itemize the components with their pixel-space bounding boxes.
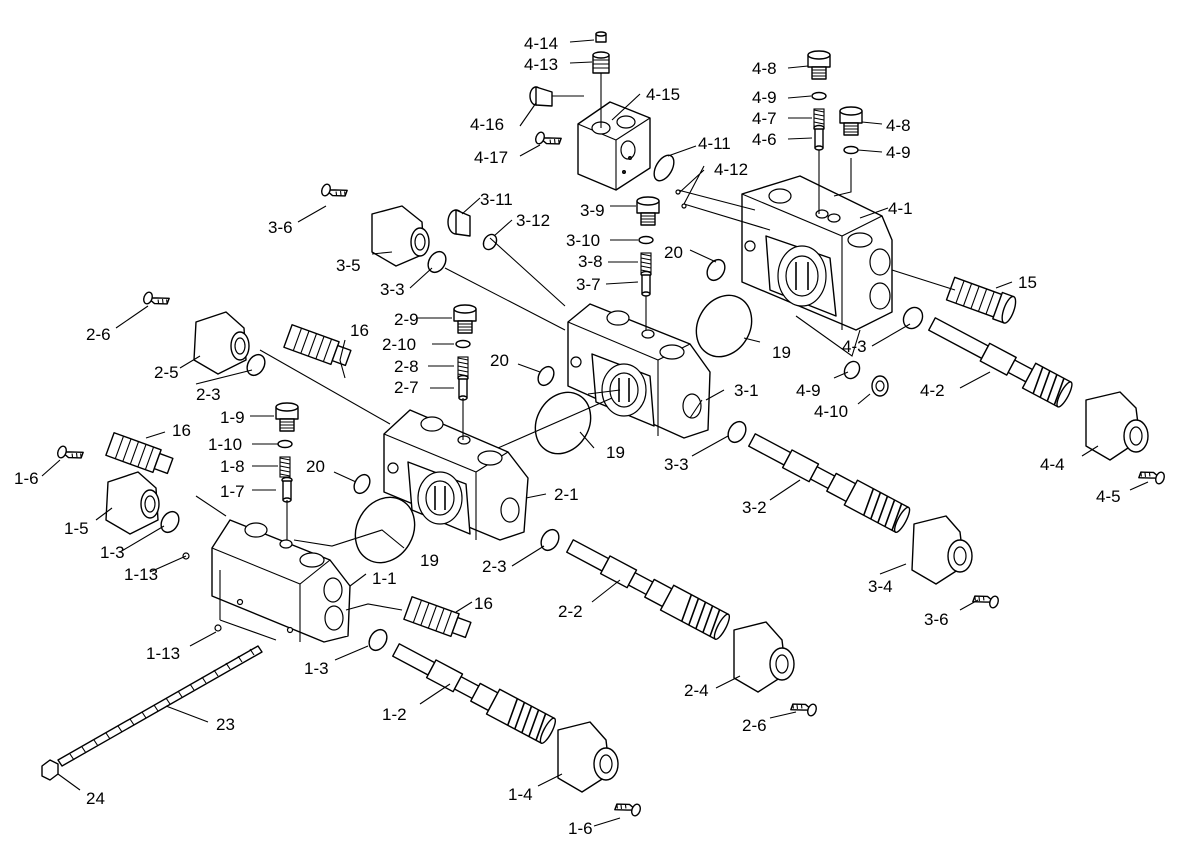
callout-3-6-b: 3-6 [924, 610, 949, 629]
callout-4-12: 4-12 [714, 160, 748, 179]
callout-1-10: 1-10 [208, 435, 242, 454]
block-3-1 [567, 303, 711, 439]
callout-1-2: 1-2 [382, 705, 407, 724]
callout-2-10: 2-10 [382, 335, 416, 354]
callout-4-7: 4-7 [752, 109, 777, 128]
callout-4-9-a: 4-9 [752, 88, 777, 107]
cap-1-4 [557, 721, 619, 793]
callout-1-13-b: 1-13 [146, 644, 180, 663]
callout-4-14: 4-14 [524, 34, 558, 53]
callout-3-10: 3-10 [566, 231, 600, 250]
callout-1-5: 1-5 [64, 519, 89, 538]
callout-16-b: 16 [172, 421, 191, 440]
callout-2-4: 2-4 [684, 681, 709, 700]
callout-20-a: 20 [664, 243, 683, 262]
callout-3-5: 3-5 [336, 256, 361, 275]
callout-1-13-a: 1-13 [124, 565, 158, 584]
callout-1-6-b: 1-6 [568, 819, 593, 838]
callout-1-3-b: 1-3 [304, 659, 329, 678]
callout-16-c: 16 [474, 594, 493, 613]
callout-4-4: 4-4 [1040, 455, 1065, 474]
callout-19-b: 19 [606, 443, 625, 462]
cap-4-4 [1085, 391, 1149, 461]
callout-19-a: 19 [772, 343, 791, 362]
callout-3-7: 3-7 [576, 275, 601, 294]
block-1-1 [211, 519, 351, 643]
callout-1-1: 1-1 [372, 569, 397, 588]
cap-2-5 [193, 311, 250, 375]
callout-4-1: 4-1 [888, 199, 913, 218]
callout-2-9: 2-9 [394, 310, 419, 329]
cap-1-5 [105, 471, 160, 535]
callout-24: 24 [86, 789, 105, 808]
callout-1-6-a: 1-6 [14, 469, 39, 488]
callout-2-1: 2-1 [554, 485, 579, 504]
callout-4-9-b: 4-9 [886, 143, 911, 162]
callout-labels: 4-14 4-13 4-15 4-16 4-17 4-8 4-9 4-7 4-6… [14, 34, 1121, 838]
callout-3-6-a: 3-6 [268, 218, 293, 237]
callout-1-8: 1-8 [220, 457, 245, 476]
callout-4-15: 4-15 [646, 85, 680, 104]
callout-3-3-a: 3-3 [380, 280, 405, 299]
callout-4-6: 4-6 [752, 130, 777, 149]
callout-2-5: 2-5 [154, 363, 179, 382]
cap-2-4 [733, 621, 795, 693]
callout-4-17: 4-17 [474, 148, 508, 167]
callout-4-10: 4-10 [814, 402, 848, 421]
callout-4-8-a: 4-8 [752, 59, 777, 78]
block-4-1 [741, 175, 893, 331]
callout-15: 15 [1018, 273, 1037, 292]
callout-4-5: 4-5 [1096, 487, 1121, 506]
callout-2-3-b: 2-3 [482, 557, 507, 576]
callout-3-3-b: 3-3 [664, 455, 689, 474]
callout-3-12: 3-12 [516, 211, 550, 230]
callout-1-3-a: 1-3 [100, 543, 125, 562]
callout-2-6-a: 2-6 [86, 325, 111, 344]
callout-3-1: 3-1 [734, 381, 759, 400]
callout-3-4: 3-4 [868, 577, 893, 596]
callout-3-8: 3-8 [578, 252, 603, 271]
callout-1-7: 1-7 [220, 482, 245, 501]
callout-4-11: 4-11 [698, 134, 731, 153]
callout-3-2: 3-2 [742, 498, 767, 517]
callout-3-11: 3-11 [480, 190, 513, 209]
cap-3-4 [911, 515, 973, 585]
callout-4-13: 4-13 [524, 55, 558, 74]
callout-2-3-a: 2-3 [196, 385, 221, 404]
callout-1-4: 1-4 [508, 785, 533, 804]
callout-1-9: 1-9 [220, 408, 245, 427]
callout-20-c: 20 [306, 457, 325, 476]
callout-4-2: 4-2 [920, 381, 945, 400]
callout-4-8-b: 4-8 [886, 116, 911, 135]
callout-2-8: 2-8 [394, 357, 419, 376]
callout-23: 23 [216, 715, 235, 734]
callout-19-c: 19 [420, 551, 439, 570]
block-2-1 [383, 409, 529, 541]
callout-2-7: 2-7 [394, 378, 419, 397]
cap-3-5 [371, 205, 430, 267]
callout-2-2: 2-2 [558, 602, 583, 621]
callout-4-16: 4-16 [470, 115, 504, 134]
callout-4-3: 4-3 [842, 337, 867, 356]
callout-2-6-b: 2-6 [742, 716, 767, 735]
leader-lines [41, 39, 1149, 827]
block-4-15 [577, 101, 651, 191]
callout-16-a: 16 [350, 321, 369, 340]
callout-3-9: 3-9 [580, 201, 605, 220]
callout-4-9-c: 4-9 [796, 381, 821, 400]
tie-rod-23 [57, 645, 263, 767]
callout-20-b: 20 [490, 351, 509, 370]
